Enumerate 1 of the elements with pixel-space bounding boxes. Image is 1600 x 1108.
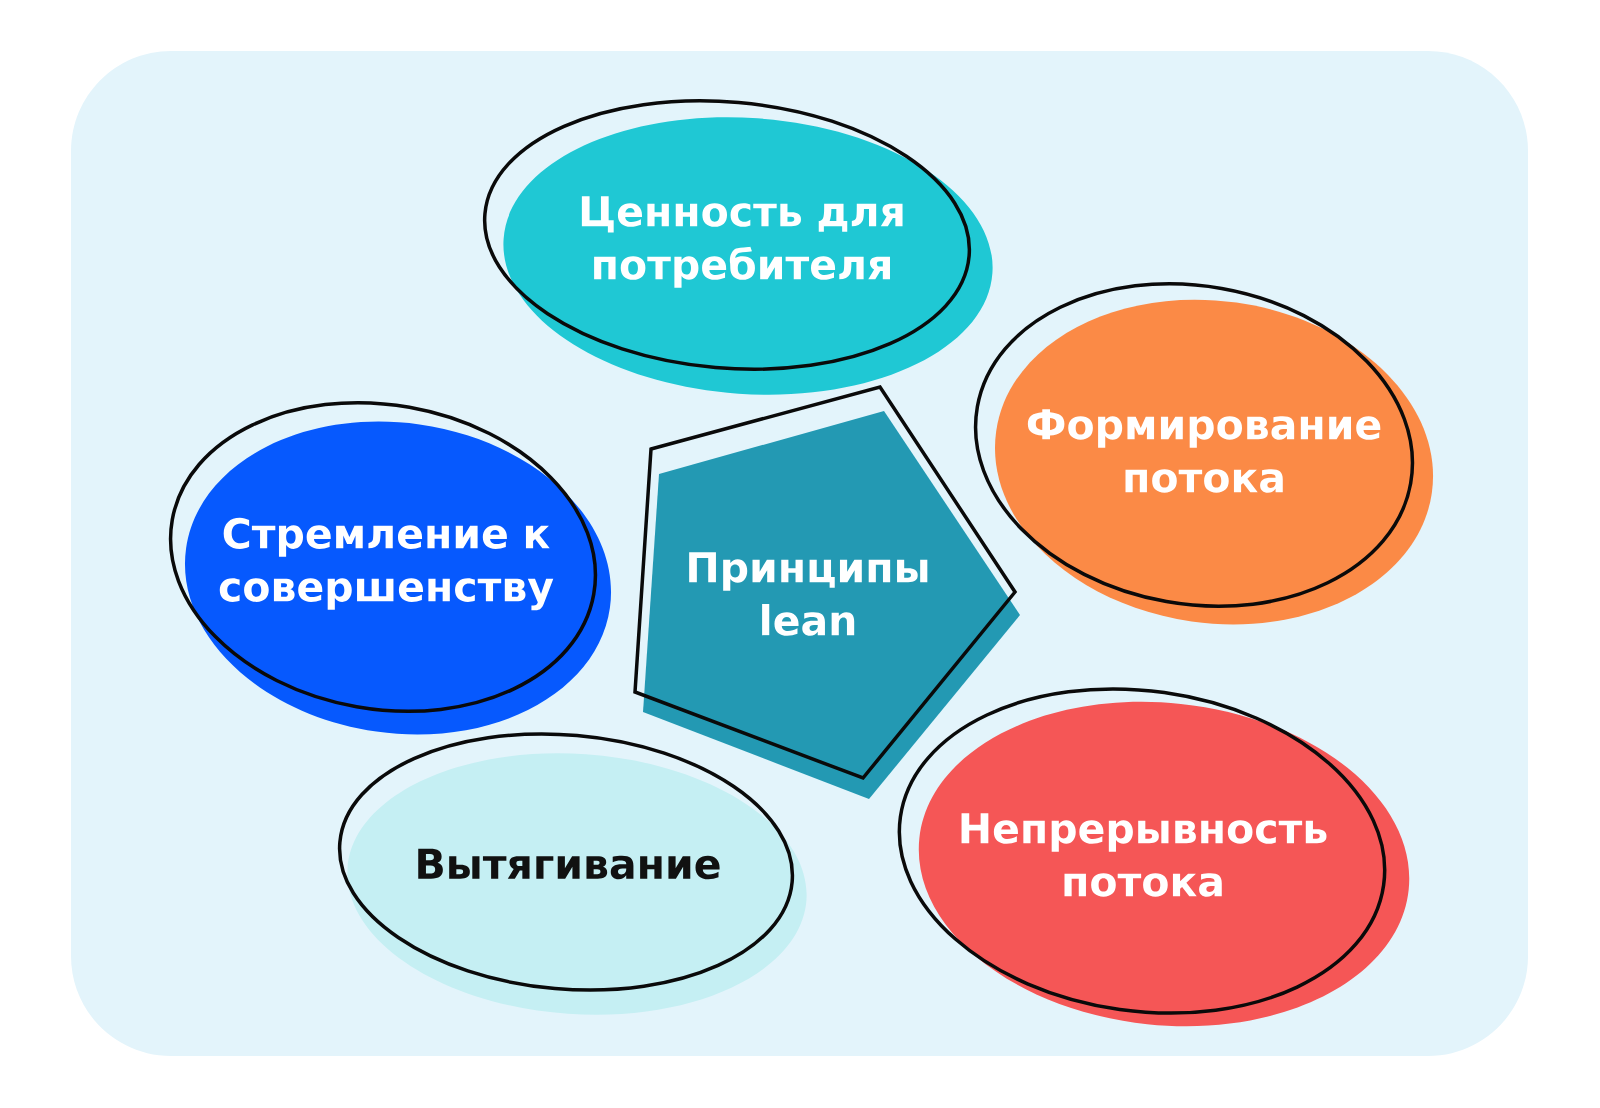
pentagon: Принципы lean <box>633 384 1020 799</box>
